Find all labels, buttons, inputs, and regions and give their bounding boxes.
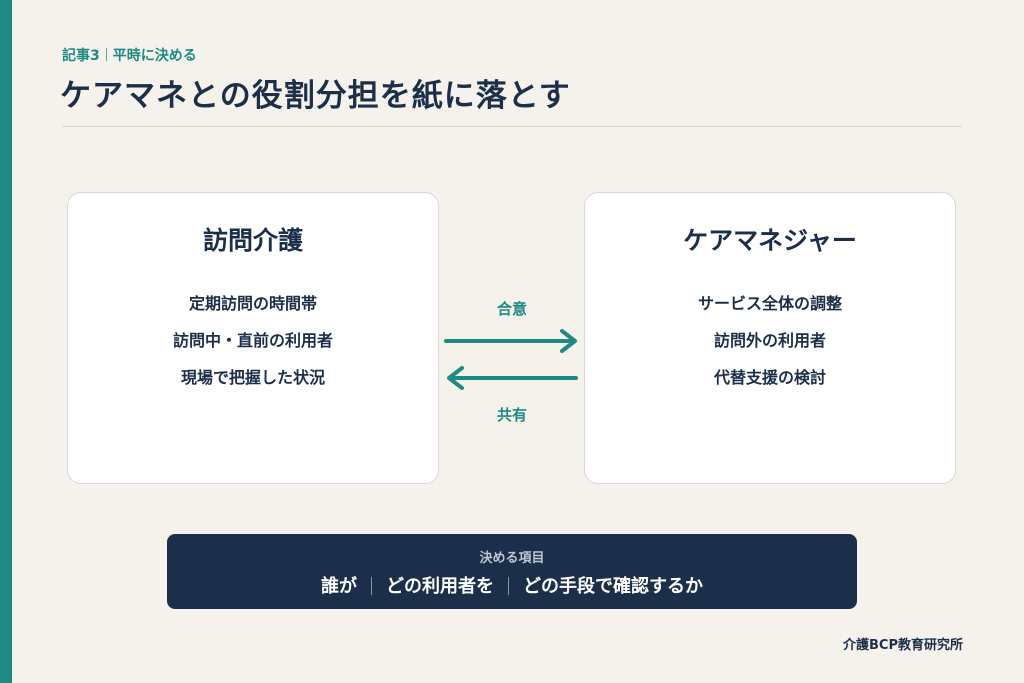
care-manager-item: サービス全体の調整 [697, 294, 842, 313]
kicker-separator [105, 48, 107, 61]
decision-items-label: 決める項目 [479, 551, 545, 566]
left-arrow-icon [447, 366, 578, 390]
page-title: ケアマネとの役割分担を紙に落とす [60, 78, 571, 114]
care-manager-item: 訪問外の利用者 [713, 331, 826, 350]
agreement-label: 合意 [496, 300, 527, 318]
bidirectional-arrows [444, 329, 578, 390]
home-care-responsibilities: 定期訪問の時間帯 訪問中・直前の利用者 現場で把握した状況 [68, 293, 438, 404]
article-kicker: 記事3 平時に決める [62, 45, 197, 65]
brand-credit: 介護BCP教育研究所 [843, 638, 963, 653]
care-manager-card-title: ケアマネジャー [683, 226, 857, 255]
home-care-item: 現場で把握した状況 [180, 368, 325, 387]
decision-separator [508, 577, 509, 595]
decision-separator [371, 577, 372, 595]
sharing-label: 共有 [496, 406, 527, 424]
care-manager-responsibilities: サービス全体の調整 訪問外の利用者 代替支援の検討 [585, 293, 955, 404]
right-arrow-icon [444, 329, 577, 353]
decision-item-method: どの手段で確認するか [523, 576, 703, 597]
accent-bar [0, 0, 12, 683]
home-care-card: 訪問介護 定期訪問の時間帯 訪問中・直前の利用者 現場で把握した状況 [67, 192, 439, 484]
kicker-article: 記事3 [62, 48, 100, 64]
decision-item-which-user: どの利用者を [386, 576, 494, 597]
care-manager-card: ケアマネジャー サービス全体の調整 訪問外の利用者 代替支援の検討 [584, 192, 956, 484]
kicker-topic: 平時に決める [112, 48, 197, 64]
decision-item-who: 誰が [321, 576, 357, 597]
title-divider [62, 126, 962, 127]
care-manager-item: 代替支援の検討 [713, 368, 826, 387]
home-care-item: 定期訪問の時間帯 [188, 294, 317, 313]
decision-items-banner: 決める項目 誰が どの利用者を どの手段で確認するか [167, 534, 857, 609]
decision-items-list: 誰が どの利用者を どの手段で確認するか [167, 572, 857, 598]
home-care-card-title: 訪問介護 [202, 226, 303, 255]
home-care-item: 訪問中・直前の利用者 [172, 331, 333, 350]
